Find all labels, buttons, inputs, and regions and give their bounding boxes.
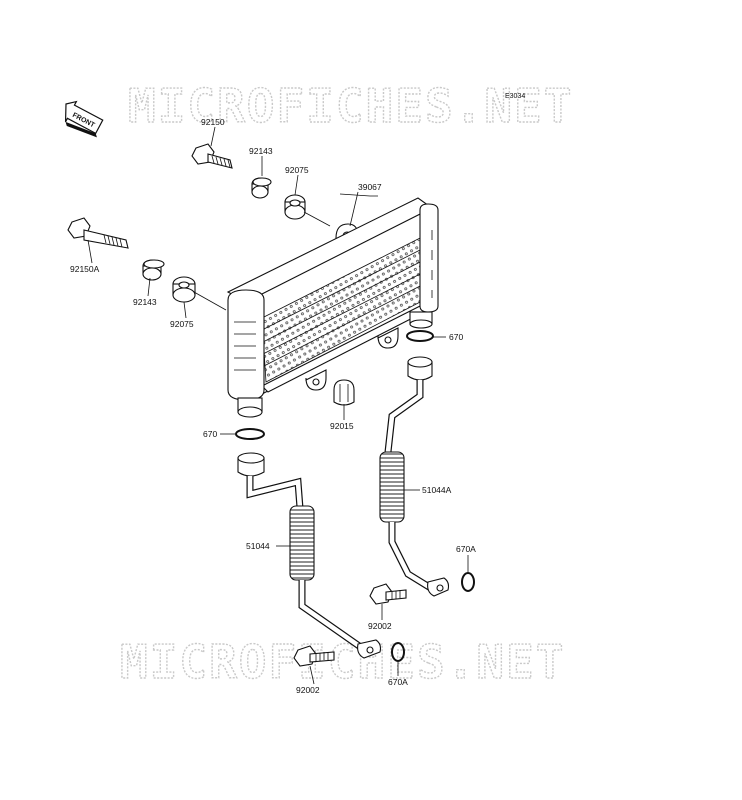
grommet-92075-lower — [172, 276, 196, 303]
label-92015: 92015 — [330, 421, 354, 431]
label-39067: 39067 — [358, 182, 382, 192]
oil-pipe-51044A — [379, 356, 450, 597]
label-670-right: 670 — [449, 332, 463, 342]
diagram-code: E3034 — [505, 93, 525, 100]
label-51044: 51044 — [246, 541, 270, 551]
label-92075-upper: 92075 — [285, 165, 309, 175]
watermark-bottom: MICROFICHES.NET — [120, 635, 565, 689]
bolt-92002-upper — [369, 583, 407, 605]
front-arrow-icon: FRONT — [64, 100, 104, 138]
collar-92143-lower — [142, 259, 165, 281]
label-92143-lower: 92143 — [133, 297, 157, 307]
oil-cooler-39067 — [226, 197, 439, 418]
label-670A-right: 670A — [456, 544, 476, 554]
bolt-92002-lower — [293, 645, 335, 667]
oil-pipe-51044 — [237, 452, 382, 659]
label-92002-lower: 92002 — [296, 685, 320, 695]
label-92143-upper: 92143 — [249, 146, 273, 156]
label-92075-lower: 92075 — [170, 319, 194, 329]
watermark-top: MICROFICHES.NET — [128, 79, 573, 133]
label-670-left: 670 — [203, 429, 217, 439]
label-51044A: 51044A — [422, 485, 452, 495]
bolt-92150 — [191, 143, 233, 169]
collar-92143-upper — [251, 177, 272, 199]
grommet-92075-upper — [284, 194, 306, 220]
label-92150: 92150 — [201, 117, 225, 127]
o-ring-670-right — [406, 330, 434, 342]
nut-92015 — [333, 379, 355, 406]
leader-lines — [87, 126, 469, 685]
o-ring-670A-left — [391, 642, 405, 662]
label-92002-upper: 92002 — [368, 621, 392, 631]
label-670A-left: 670A — [388, 677, 408, 687]
label-92150A: 92150A — [70, 264, 100, 274]
o-ring-670A-right — [461, 572, 475, 592]
o-ring-670-left — [235, 428, 265, 440]
bolt-92150A — [67, 217, 129, 249]
